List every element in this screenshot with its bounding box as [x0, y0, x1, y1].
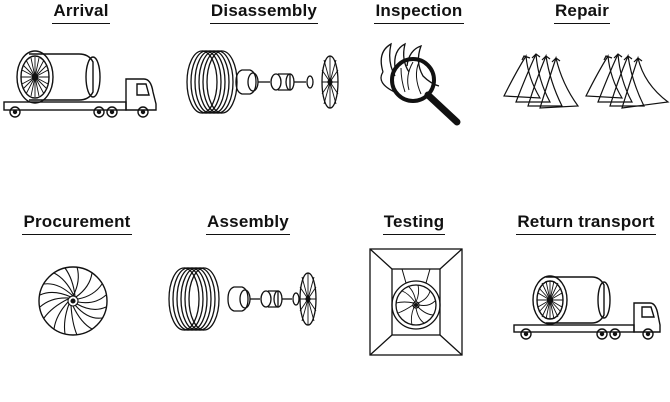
- step-repair: Repair: [502, 0, 670, 190]
- step-assembly: Assembly: [168, 211, 328, 401]
- exploded-engine-icon: [168, 243, 328, 353]
- step-disassembly: Disassembly: [184, 0, 344, 190]
- step-inspection: Inspection: [339, 0, 499, 190]
- step-procurement: Procurement: [0, 211, 157, 401]
- truck-with-engine-icon: [506, 243, 666, 353]
- step-label: Return transport: [516, 211, 656, 235]
- exploded-engine-icon: [184, 32, 344, 142]
- step-label: Repair: [553, 0, 611, 24]
- magnifier-blades-icon: [339, 32, 499, 142]
- step-label: Assembly: [206, 211, 290, 235]
- step-label: Disassembly: [209, 0, 319, 24]
- step-return-transport: Return transport: [506, 211, 666, 401]
- turbine-blades-icon: [502, 32, 670, 142]
- step-testing: Testing: [334, 211, 494, 401]
- step-label: Procurement: [22, 211, 132, 235]
- step-label: Inspection: [374, 0, 464, 24]
- step-label: Testing: [382, 211, 446, 235]
- fan-disk-icon: [0, 243, 157, 353]
- test-cell-engine-icon: [334, 243, 494, 356]
- step-arrival: Arrival: [1, 0, 161, 190]
- truck-with-engine-icon: [1, 32, 161, 142]
- step-label: Arrival: [52, 0, 110, 24]
